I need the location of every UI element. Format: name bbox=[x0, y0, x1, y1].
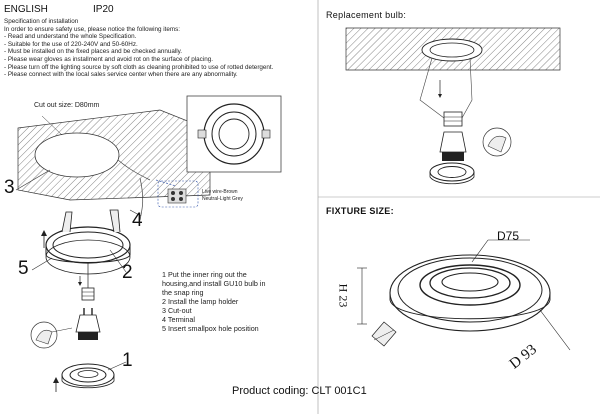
terminal-wire bbox=[139, 177, 144, 221]
down-arrow-icon bbox=[78, 282, 82, 286]
spec-block: Specification of installation In order t… bbox=[4, 18, 273, 79]
replacement-inner-ring bbox=[429, 162, 475, 185]
spec-line: - Suitable for the use of 220-240V and 5… bbox=[4, 40, 138, 48]
ip-rating: IP20 bbox=[93, 4, 114, 15]
terminal-icon bbox=[371, 321, 397, 347]
dimension-d75: D75 bbox=[497, 229, 520, 243]
callout-2: 2 bbox=[122, 262, 133, 283]
spec-line: In order to ensure safety use, please no… bbox=[4, 25, 181, 33]
replacement-ceiling bbox=[345, 27, 561, 71]
spec-line: - Must be installed on the fixed places … bbox=[4, 48, 183, 56]
spec-title: Specification of installation bbox=[4, 18, 79, 25]
spec-line: - Please turn off the lighting source by… bbox=[4, 63, 274, 71]
replacement-title: Replacement bulb: bbox=[326, 10, 407, 20]
spring-clip-left bbox=[61, 211, 73, 233]
step-line: housing,and install GU10 bulb in bbox=[162, 279, 266, 288]
inner-ring bbox=[61, 363, 115, 389]
neutral-wire-label: Neutral-Light Grey bbox=[202, 196, 243, 202]
hand-detail-icon bbox=[30, 321, 73, 349]
dimension-h23: H 23 bbox=[336, 283, 351, 308]
language-label: ENGLISH bbox=[4, 4, 48, 15]
spring-clip-right bbox=[109, 209, 121, 233]
callout-3: 3 bbox=[4, 177, 15, 198]
cutout-size-label: Cut out size: D80mm bbox=[34, 102, 100, 109]
replacement-hand-detail-icon bbox=[482, 127, 512, 157]
ceiling-panel bbox=[17, 109, 211, 201]
up-arrow-icon bbox=[41, 230, 47, 236]
replacement-bulb-icon bbox=[439, 131, 467, 161]
step-line: the snap ring bbox=[162, 288, 204, 297]
ring-top-view bbox=[186, 95, 282, 173]
install-steps: 1 Put the inner ring out the housing,and… bbox=[162, 270, 266, 333]
product-coding: Product coding: CLT 001C1 bbox=[232, 385, 367, 397]
step-line: 5 Insert smallpox hole position bbox=[162, 324, 259, 333]
callout-4: 4 bbox=[132, 210, 143, 231]
callout-1: 1 bbox=[122, 350, 133, 371]
live-wire-label: Live wire-Brown bbox=[202, 189, 238, 195]
spec-line: - Read and understand the whole Specific… bbox=[4, 33, 137, 41]
cutout-hole bbox=[34, 132, 120, 178]
replacement-lamp-holder bbox=[443, 111, 463, 127]
step-line: 2 Install the lamp holder bbox=[162, 297, 239, 306]
terminal-block-icon bbox=[157, 180, 199, 208]
lamp-holder bbox=[81, 262, 95, 301]
spec-line: - Please connect with the local sales se… bbox=[4, 71, 238, 79]
housing-ring bbox=[45, 209, 131, 275]
up-arrow-icon bbox=[53, 377, 59, 383]
fixture-drawing bbox=[371, 254, 551, 347]
step-line: 1 Put the inner ring out the bbox=[162, 270, 247, 279]
spec-line: - Please wear gloves as installment and … bbox=[4, 55, 213, 63]
down-arrow-icon bbox=[438, 94, 442, 98]
gu10-bulb-icon bbox=[75, 308, 101, 340]
step-line: 3 Cut-out bbox=[162, 306, 192, 315]
callout-5: 5 bbox=[18, 258, 29, 279]
fixture-size-title: FIXTURE SIZE: bbox=[326, 206, 394, 216]
step-line: 4 Terminal bbox=[162, 315, 196, 324]
